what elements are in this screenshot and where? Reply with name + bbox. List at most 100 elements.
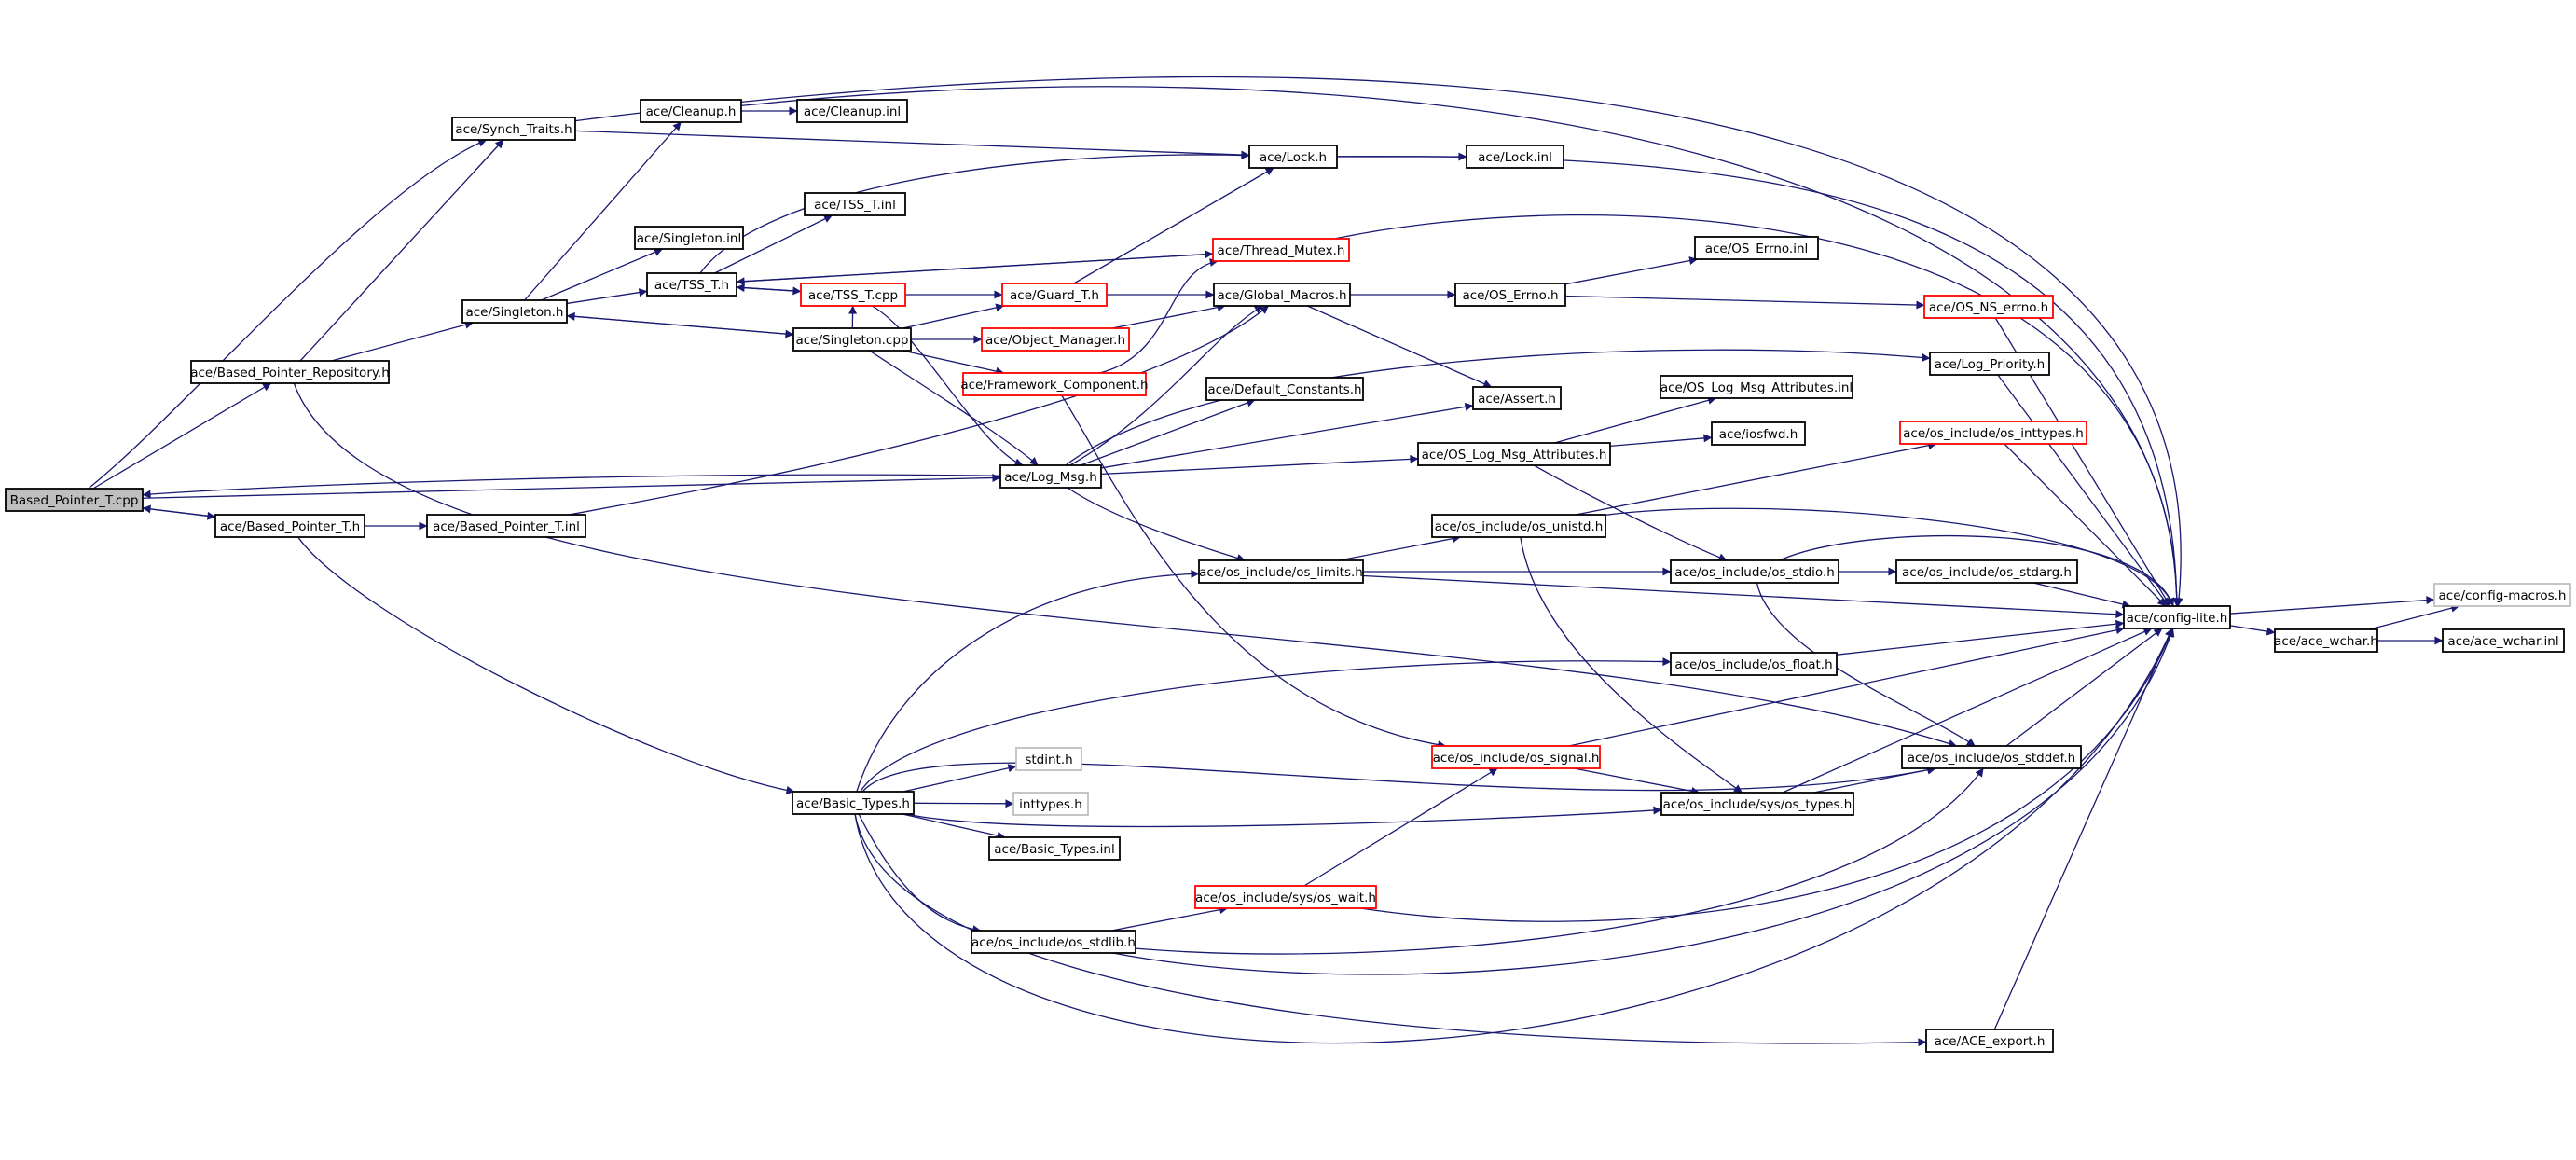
node-acewcharinl[interactable]: ace/ace_wchar.inl	[2442, 628, 2565, 653]
node-box[interactable]	[988, 836, 1121, 861]
node-configmacros[interactable]: ace/config-macros.h	[2433, 583, 2571, 607]
node-box[interactable]	[634, 226, 744, 250]
node-inttypes[interactable]: ace/os_include/os_inttypes.h	[1899, 421, 2087, 445]
node-box[interactable]	[1711, 421, 1806, 446]
node-iosfwd[interactable]: ace/iosfwd.h	[1711, 421, 1806, 446]
node-systypes[interactable]: ace/os_include/sys/os_types.h	[1660, 792, 1854, 816]
node-syswait[interactable]: ace/os_include/sys/os_wait.h	[1194, 885, 1377, 909]
node-box[interactable]	[796, 99, 908, 123]
node-box[interactable]	[461, 299, 568, 324]
node-box[interactable]	[190, 360, 390, 384]
node-defconst[interactable]: ace/Default_Constants.h	[1205, 377, 1364, 401]
node-oslogattr[interactable]: ace/OS_Log_Msg_Attributes.h	[1417, 442, 1611, 466]
node-box[interactable]	[804, 192, 906, 216]
node-bprep[interactable]: ace/Based_Pointer_Repository.h	[190, 360, 390, 384]
node-box[interactable]	[1660, 375, 1853, 399]
node-threadmutex[interactable]: ace/Thread_Mutex.h	[1212, 238, 1350, 262]
node-float[interactable]: ace/os_include/os_float.h	[1670, 652, 1838, 676]
node-synch[interactable]: ace/Synch_Traits.h	[451, 117, 576, 141]
node-cleanup[interactable]: ace/Cleanup.h	[640, 99, 742, 123]
node-tssinl[interactable]: ace/TSS_T.inl	[804, 192, 906, 216]
node-lockinl[interactable]: ace/Lock.inl	[1466, 145, 1564, 169]
node-box[interactable]	[1454, 283, 1566, 307]
node-box[interactable]	[1899, 421, 2087, 445]
node-fwcomp[interactable]: ace/Framework_Component.h	[960, 372, 1149, 396]
node-box[interactable]	[1012, 792, 1089, 816]
node-box[interactable]	[646, 272, 737, 297]
node-box[interactable]	[1248, 145, 1338, 169]
node-box[interactable]	[1670, 652, 1838, 676]
node-root[interactable]: Based_Pointer_T.cpp	[5, 488, 144, 512]
node-lock[interactable]: ace/Lock.h	[1248, 145, 1338, 169]
node-objmgr[interactable]: ace/Object_Manager.h	[981, 327, 1130, 352]
node-stdlib[interactable]: ace/os_include/os_stdlib.h	[971, 930, 1136, 954]
node-box[interactable]	[1431, 514, 1606, 538]
node-singh[interactable]: ace/Singleton.h	[461, 299, 568, 324]
node-box[interactable]	[1472, 386, 1562, 410]
node-box[interactable]	[1670, 559, 1839, 584]
node-inttypesh[interactable]: inttypes.h	[1012, 792, 1089, 816]
node-box[interactable]	[1205, 377, 1364, 401]
node-box[interactable]	[2274, 628, 2378, 653]
node-box[interactable]	[426, 514, 586, 538]
node-acewcharh[interactable]: ace/ace_wchar.h	[2274, 628, 2378, 653]
node-box[interactable]	[2442, 628, 2565, 653]
node-configlite[interactable]: ace/config-lite.h	[2123, 605, 2231, 629]
node-box[interactable]	[2123, 605, 2231, 629]
node-box[interactable]	[999, 464, 1102, 489]
node-unistd[interactable]: ace/os_include/os_unistd.h	[1431, 514, 1606, 538]
node-singcpp[interactable]: ace/Singleton.cpp	[792, 327, 912, 352]
node-box[interactable]	[800, 283, 906, 307]
node-box[interactable]	[1417, 442, 1611, 466]
node-oserrnoinl[interactable]: ace/OS_Errno.inl	[1694, 236, 1819, 260]
node-globalmacros[interactable]: ace/Global_Macros.h	[1213, 283, 1351, 307]
node-tssh[interactable]: ace/TSS_T.h	[646, 272, 737, 297]
node-guard[interactable]: ace/Guard_T.h	[1001, 283, 1108, 307]
node-box[interactable]	[981, 327, 1130, 352]
node-logprio[interactable]: ace/Log_Priority.h	[1929, 352, 2050, 376]
node-box[interactable]	[2433, 583, 2571, 607]
node-box[interactable]	[1194, 885, 1377, 909]
node-box[interactable]	[1213, 283, 1351, 307]
node-signal[interactable]: ace/os_include/os_signal.h	[1431, 745, 1601, 769]
node-box[interactable]	[5, 488, 144, 512]
node-box[interactable]	[792, 327, 912, 352]
node-box[interactable]	[1198, 559, 1364, 584]
node-logmsg[interactable]: ace/Log_Msg.h	[999, 464, 1102, 489]
node-box[interactable]	[1925, 1029, 2054, 1053]
node-bpth[interactable]: ace/Based_Pointer_T.h	[214, 514, 365, 538]
node-stdio[interactable]: ace/os_include/os_stdio.h	[1670, 559, 1839, 584]
node-box[interactable]	[971, 930, 1136, 954]
node-box[interactable]	[1901, 745, 2082, 769]
node-oslogattrinl[interactable]: ace/OS_Log_Msg_Attributes.inl	[1660, 375, 1853, 399]
node-tsscpp[interactable]: ace/TSS_T.cpp	[800, 283, 906, 307]
node-box[interactable]	[1212, 238, 1350, 262]
node-limits[interactable]: ace/os_include/os_limits.h	[1198, 559, 1364, 584]
node-oserrno[interactable]: ace/OS_Errno.h	[1454, 283, 1566, 307]
node-box[interactable]	[1929, 352, 2050, 376]
node-box[interactable]	[1694, 236, 1819, 260]
node-box[interactable]	[1466, 145, 1564, 169]
node-box[interactable]	[1001, 283, 1108, 307]
node-box[interactable]	[1431, 745, 1601, 769]
node-box[interactable]	[962, 372, 1147, 396]
node-box[interactable]	[792, 791, 915, 815]
node-aceexport[interactable]: ace/ACE_export.h	[1925, 1029, 2054, 1053]
node-box[interactable]	[640, 99, 742, 123]
node-box[interactable]	[1660, 792, 1854, 816]
node-stdint[interactable]: stdint.h	[1015, 747, 1082, 771]
node-bptinl[interactable]: ace/Based_Pointer_T.inl	[426, 514, 586, 538]
node-box[interactable]	[1895, 559, 2078, 584]
node-basictypesinl[interactable]: ace/Basic_Types.inl	[988, 836, 1121, 861]
node-stddef[interactable]: ace/os_include/os_stddef.h	[1901, 745, 2082, 769]
node-assert[interactable]: ace/Assert.h	[1472, 386, 1562, 410]
node-box[interactable]	[451, 117, 576, 141]
node-cleanupinl[interactable]: ace/Cleanup.inl	[796, 99, 908, 123]
node-box[interactable]	[1923, 295, 2054, 319]
node-box[interactable]	[1015, 747, 1082, 771]
node-basictypes[interactable]: ace/Basic_Types.h	[792, 791, 915, 815]
node-stdarg[interactable]: ace/os_include/os_stdarg.h	[1895, 559, 2078, 584]
node-box[interactable]	[214, 514, 365, 538]
node-singinl[interactable]: ace/Singleton.inl	[634, 226, 744, 250]
node-osnserrno[interactable]: ace/OS_NS_errno.h	[1923, 295, 2054, 319]
